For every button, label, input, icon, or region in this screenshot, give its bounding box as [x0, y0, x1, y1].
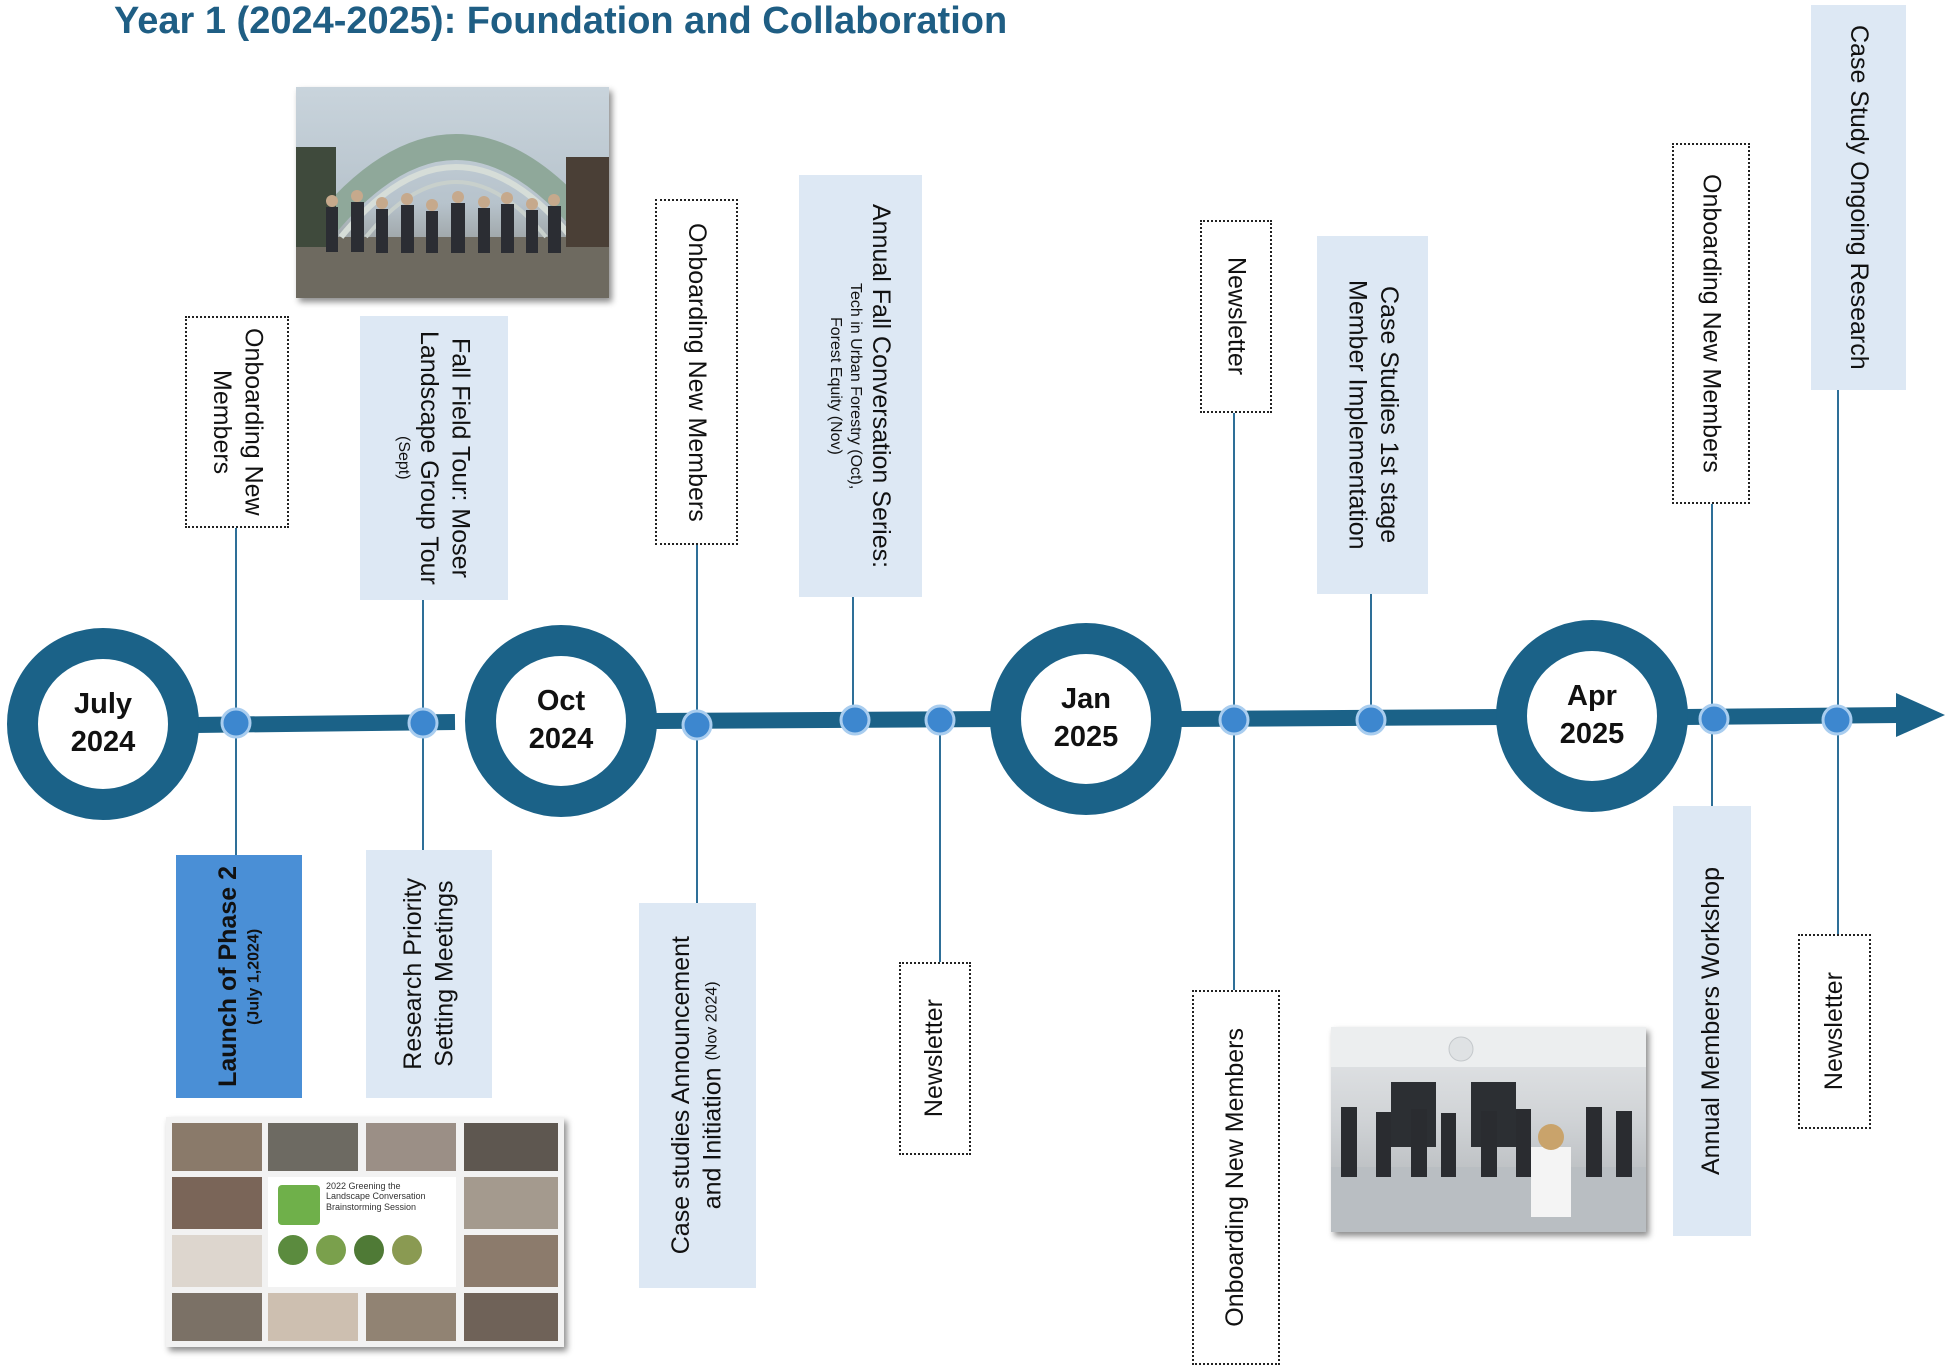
- event-label: Onboarding New Members: [1221, 1028, 1250, 1327]
- event-newsletter-dec: Newsletter: [899, 962, 971, 1155]
- arrow-head: [1896, 693, 1945, 737]
- milestone-oct-2024: Oct 2024: [465, 625, 657, 817]
- timeline-bar: [194, 707, 1901, 733]
- event-note: (July 1,2024): [245, 928, 263, 1025]
- event-label: Case Study Ongoing Research: [1845, 25, 1874, 370]
- event-label: Member Implementation: [1343, 280, 1372, 550]
- event-label: Annual Fall Conversation Series:: [867, 203, 896, 569]
- slide-logo: [278, 1185, 320, 1225]
- event-onboarding-oct: Onboarding New Members: [655, 199, 738, 545]
- event-note: (Nov 2024): [703, 981, 721, 1061]
- event-launch-phase-2: Launch of Phase 2 (July 1,2024): [176, 855, 302, 1098]
- event-newsletter-jan: Newsletter: [1200, 220, 1272, 413]
- page-title: Year 1 (2024-2025): Foundation and Colla…: [114, 0, 1008, 42]
- event-note: (Sept): [394, 436, 412, 480]
- event-label: Annual Members Workshop: [1697, 866, 1726, 1175]
- event-label: Case studies Announcement: [667, 936, 696, 1255]
- timeline-dot: [681, 709, 713, 741]
- event-label: and Initiation: [698, 1067, 727, 1210]
- milestone-july-2024: July 2024: [7, 628, 199, 820]
- milestone-jan-2025: Jan 2025: [990, 623, 1182, 815]
- event-case-studies-announcement: Case studies Announcement and Initiation…: [639, 903, 756, 1288]
- event-newsletter-may: Newsletter: [1798, 934, 1871, 1129]
- brainstorm-session-screenshot: 2022 Greening the Landscape Conversation…: [166, 1117, 564, 1347]
- event-case-studies-stage: Case Studies 1st stage Member Implementa…: [1317, 236, 1428, 594]
- workshop-photo: [1331, 1027, 1646, 1232]
- milestone-apr-2025: Apr 2025: [1496, 620, 1688, 812]
- milestone-year: 2025: [1053, 721, 1119, 753]
- timeline-dot: [839, 704, 871, 736]
- timeline-dot: [407, 707, 439, 739]
- field-tour-photo: [296, 87, 609, 298]
- timeline-dot: [924, 704, 956, 736]
- event-label: Members: [208, 369, 236, 475]
- milestone-month: Oct: [536, 685, 586, 718]
- event-label: Onboarding New Members: [683, 222, 712, 522]
- timeline-dot: [1355, 704, 1387, 736]
- event-onboarding-feb: Onboarding New Members: [1192, 990, 1280, 1365]
- milestone-month: Jan: [1061, 683, 1111, 716]
- timeline-dot: [1218, 704, 1250, 736]
- timeline-dot: [1821, 704, 1853, 736]
- event-label: Research Priority: [398, 878, 427, 1070]
- event-label: Newsletter: [1819, 972, 1848, 1091]
- field-tour-image: [296, 134, 609, 298]
- event-label: Newsletter: [920, 999, 949, 1118]
- milestone-year: 2024: [70, 726, 136, 758]
- event-note: Forest Equity (Nov): [826, 317, 844, 455]
- event-fall-conversation-series: Annual Fall Conversation Series: Tech in…: [799, 175, 922, 597]
- event-onboarding-jul: Onboarding New Members: [185, 316, 289, 528]
- event-case-study-ongoing: Case Study Ongoing Research: [1811, 5, 1906, 390]
- milestone-year: 2025: [1559, 718, 1625, 750]
- milestone-year: 2024: [528, 723, 594, 755]
- event-onboarding-apr: Onboarding New Members: [1672, 143, 1750, 504]
- workshop-image: [1331, 1027, 1646, 1232]
- timeline-dot: [1698, 703, 1730, 735]
- event-fall-field-tour: Fall Field Tour: Moser Landscape Group T…: [360, 316, 508, 600]
- event-label: Onboarding New: [239, 328, 268, 516]
- milestone-month: Apr: [1567, 680, 1617, 713]
- event-label: Onboarding New Members: [1697, 174, 1726, 473]
- timeline-dot: [220, 707, 252, 739]
- event-note: Tech in Urban Forestry (Oct),: [846, 282, 864, 490]
- event-research-priority: Research Priority Setting Meetings: [366, 850, 492, 1098]
- event-label: Newsletter: [1222, 257, 1251, 376]
- event-label: Setting Meetings: [430, 880, 458, 1068]
- event-label: Case Studies 1st stage: [1374, 286, 1403, 544]
- milestone-month: July: [73, 688, 133, 721]
- event-label: Fall Field Tour: Moser: [446, 338, 475, 578]
- event-annual-workshop: Annual Members Workshop: [1673, 806, 1751, 1236]
- event-label: Launch of Phase 2: [214, 866, 243, 1087]
- event-label: Landscape Group Tour: [415, 331, 443, 585]
- slide-title: 2022 Greening the Landscape Conversation…: [326, 1181, 426, 1212]
